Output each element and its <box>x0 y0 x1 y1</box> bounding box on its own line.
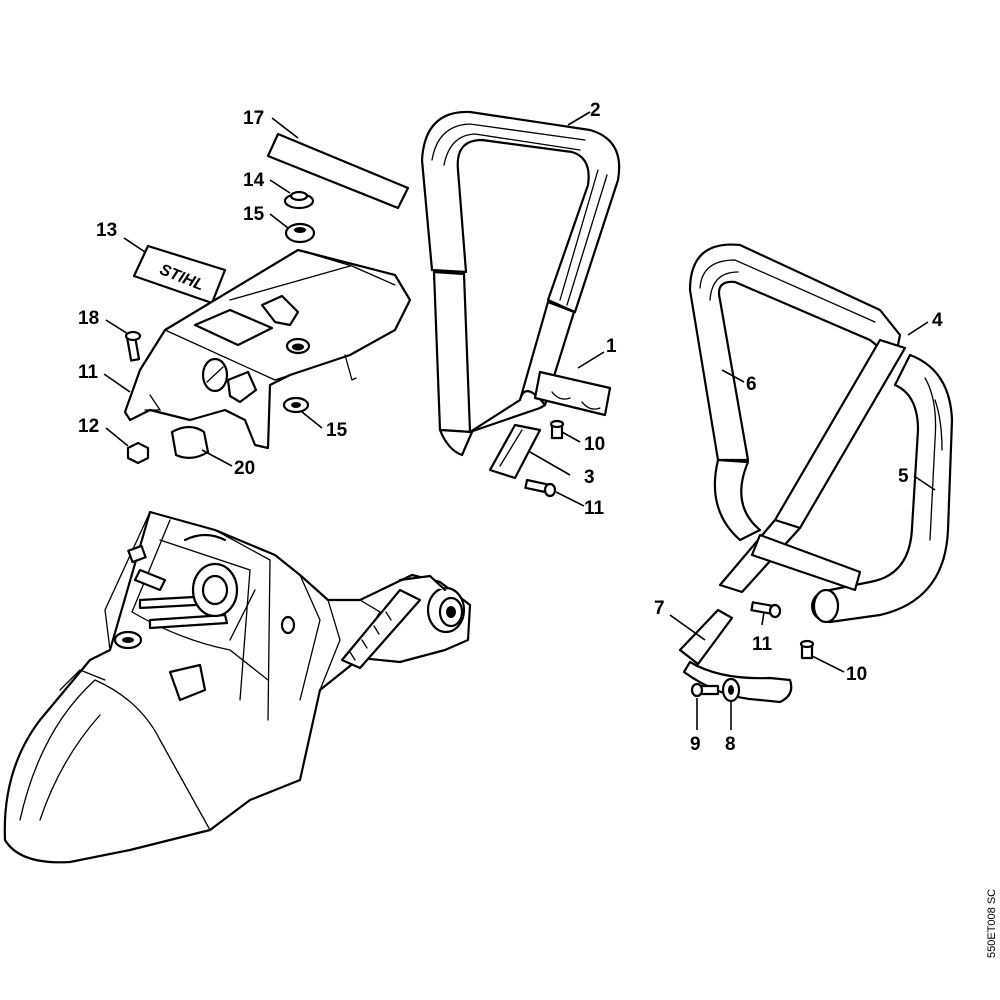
part-14-stihl-decal: STIHL <box>132 244 227 305</box>
callout-labels: 17 14 15 13 18 11 12 20 15 2 1 10 3 11 4… <box>78 100 998 958</box>
part-10-screw-lower <box>799 639 815 660</box>
part-11-screw-upper <box>524 478 557 498</box>
callout-1: 1 <box>606 336 617 357</box>
callout-15: 14 <box>243 170 265 191</box>
leader-lines <box>103 111 936 730</box>
callout-3: 3 <box>584 467 595 488</box>
callout-19: 18 <box>78 308 99 329</box>
part-8-washer <box>721 677 741 703</box>
part-10-screw-upper <box>549 419 565 440</box>
callout-5: 5 <box>898 466 909 487</box>
callout-10-lower: 10 <box>846 664 867 685</box>
part-19-screw <box>124 330 142 362</box>
callout-2: 2 <box>590 100 601 121</box>
part-6-handle-bar <box>688 243 902 542</box>
part-15-cap <box>283 190 315 210</box>
callout-14: 13 <box>96 220 117 241</box>
callout-9: 9 <box>690 734 701 755</box>
engine-housing <box>3 510 472 864</box>
callout-11-lower: 11 <box>752 634 773 655</box>
part-13-nut <box>126 441 150 465</box>
part-17-washer <box>282 396 310 414</box>
part-11-screw-lower <box>750 601 782 619</box>
part-9-screw <box>690 682 720 698</box>
callout-10-upper: 10 <box>584 434 605 455</box>
callout-8: 8 <box>725 734 736 755</box>
callout-13: 12 <box>78 416 99 437</box>
part-2-handle-bar <box>420 110 621 457</box>
callout-12: 11 <box>78 362 99 383</box>
part-18-label-sticker <box>266 132 410 210</box>
part-20-plug <box>170 425 210 459</box>
part-16-grommet <box>284 222 316 244</box>
callout-17: 15 <box>326 420 348 441</box>
drawing-code: 550ET008 SC <box>986 889 998 958</box>
callout-11-upper: 11 <box>584 498 605 519</box>
part-12-shroud <box>123 248 412 450</box>
callout-20: 20 <box>234 458 255 479</box>
callout-6: 6 <box>746 374 757 395</box>
callout-4: 4 <box>932 310 943 331</box>
callout-18: 17 <box>243 108 264 129</box>
part-3-clamp <box>488 423 542 480</box>
part-1-bracket <box>533 370 612 417</box>
callout-16: 15 <box>243 204 265 225</box>
part-4-handle-arm <box>718 338 907 594</box>
part-5-front-handle-bar <box>810 353 954 624</box>
callout-7: 7 <box>654 598 665 619</box>
